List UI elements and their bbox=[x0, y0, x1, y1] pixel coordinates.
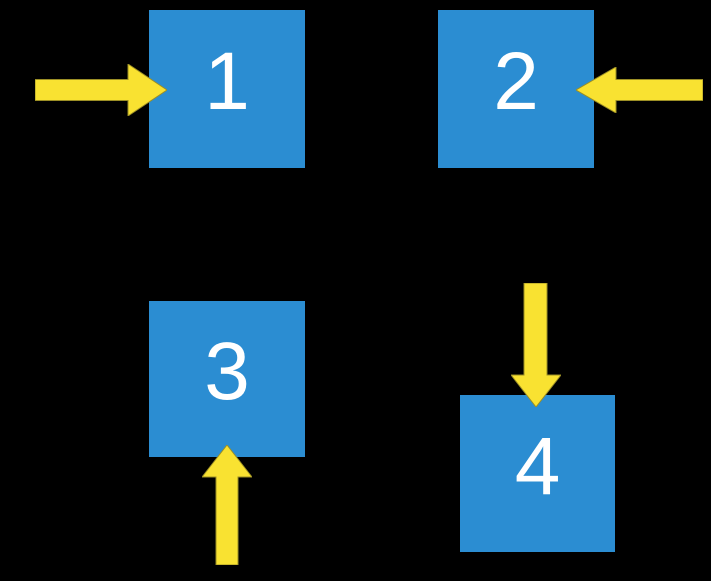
box-4: 4 bbox=[460, 395, 615, 552]
box-4-label: 4 bbox=[514, 420, 561, 512]
box-1-label: 1 bbox=[204, 36, 250, 127]
box-1: 1 bbox=[149, 10, 305, 168]
box-3: 3 bbox=[149, 301, 305, 457]
arrow-left-shape bbox=[576, 67, 703, 113]
arrow-down-icon bbox=[511, 283, 561, 407]
box-2: 2 bbox=[438, 10, 594, 168]
arrow-up-shape bbox=[202, 445, 252, 565]
arrow-left-icon bbox=[576, 67, 703, 113]
box-3-label: 3 bbox=[204, 326, 250, 417]
box-2-label: 2 bbox=[493, 36, 539, 127]
arrow-up-icon bbox=[202, 445, 252, 565]
arrow-down-shape bbox=[511, 283, 561, 407]
arrow-right-shape bbox=[35, 64, 167, 116]
arrow-right-icon bbox=[35, 64, 167, 116]
